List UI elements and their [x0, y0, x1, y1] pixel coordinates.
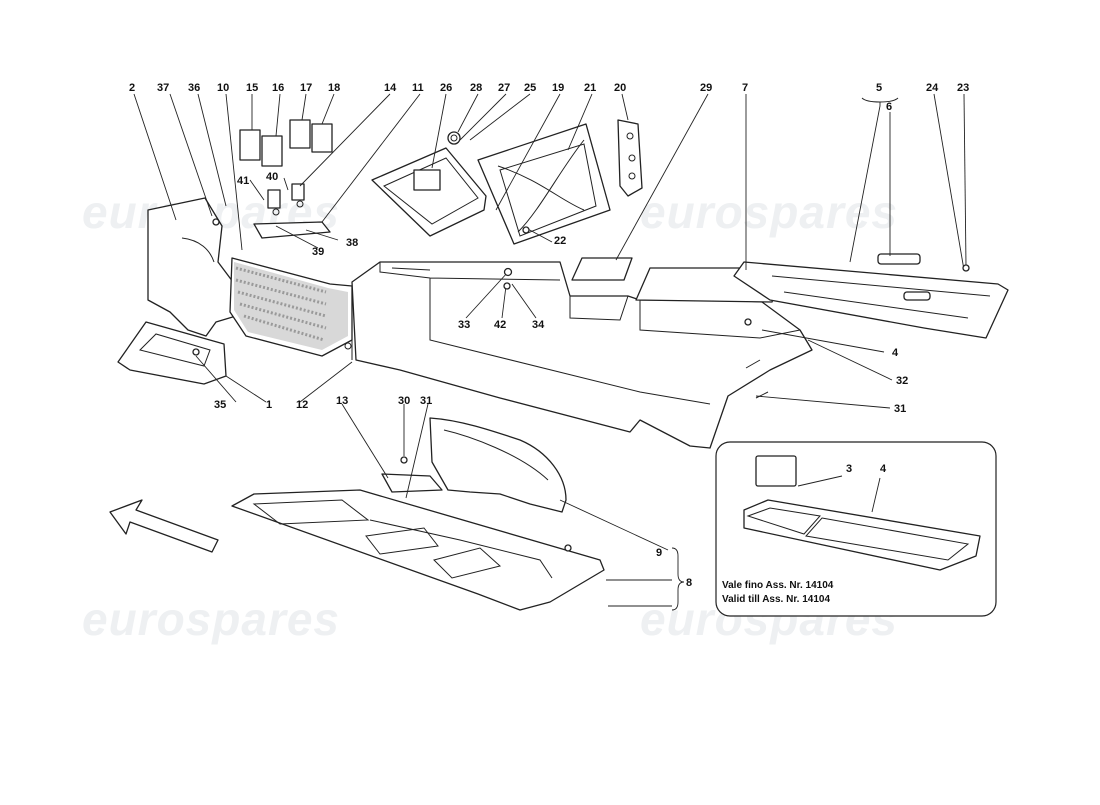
arrow-icon: [109, 499, 219, 553]
callout-41: 41: [237, 175, 249, 187]
tunnel-cover-part: [229, 257, 353, 357]
watermark-bottom-left: eurospares: [82, 593, 340, 645]
callout-5: 5: [876, 82, 882, 94]
cover-plate-part: [477, 123, 611, 245]
callout-11: 11: [412, 82, 424, 94]
callout-17: 17: [300, 82, 312, 94]
callout-14: 14: [384, 82, 397, 94]
callout-8: 8: [686, 577, 692, 589]
callout-26: 26: [440, 82, 452, 94]
callout-40: 40: [266, 171, 278, 183]
callout-16: 16: [272, 82, 284, 94]
lower-trim-part: [231, 489, 605, 611]
inset-note-line2: Valid till Ass. Nr. 14104: [722, 594, 830, 605]
callout-21: 21: [584, 82, 596, 94]
leader-lines: [133, 93, 967, 611]
inset-box: Vale fino Ass. Nr. 14104 Valid till Ass.…: [715, 441, 997, 617]
bracket-hardware-part: [253, 183, 331, 239]
bracket-box-part: [371, 147, 487, 237]
switch-blocks-part: [239, 119, 333, 167]
callout-38: 38: [346, 237, 358, 249]
callout-31b: 31: [420, 395, 432, 407]
callout-4b: 4: [880, 463, 887, 475]
callout-3: 3: [846, 463, 852, 475]
base-bracket-part: [117, 321, 227, 385]
callout-30: 30: [398, 395, 410, 407]
bracket-strip-part: [617, 119, 643, 197]
callout-31: 31: [894, 403, 906, 415]
callout-28: 28: [470, 82, 482, 94]
callout-25: 25: [524, 82, 536, 94]
callout-10: 10: [217, 82, 229, 94]
callout-9: 9: [656, 547, 662, 559]
callout-2: 2: [129, 82, 135, 94]
callout-39: 39: [312, 246, 324, 258]
callout-37: 37: [157, 82, 169, 94]
callout-7: 7: [742, 82, 748, 94]
handbrake-boot-part: [429, 417, 567, 513]
watermark-top-right: eurospares: [640, 186, 898, 238]
callout-24: 24: [926, 82, 939, 94]
screws: [192, 218, 970, 552]
callout-33: 33: [458, 319, 470, 331]
callout-15: 15: [246, 82, 258, 94]
inset-note-line1: Vale fino Ass. Nr. 14104: [722, 580, 834, 591]
callout-23: 23: [957, 82, 969, 94]
callout-29: 29: [700, 82, 712, 94]
callout-18: 18: [328, 82, 340, 94]
callout-35: 35: [214, 399, 226, 411]
small-frame-part: [381, 473, 443, 493]
nut-part: [447, 131, 461, 145]
callout-6: 6: [886, 101, 892, 113]
callout-12: 12: [296, 399, 308, 411]
inset-tray-part: [743, 499, 981, 571]
callout-20: 20: [614, 82, 626, 94]
pad-part: [571, 257, 633, 281]
armrest-tray-part: [733, 261, 1009, 339]
callout-4: 4: [892, 347, 899, 359]
callout-22: 22: [554, 235, 566, 247]
callout-42: 42: [494, 319, 506, 331]
callout-13: 13: [336, 395, 348, 407]
main-console-part: [344, 261, 813, 449]
inset-insert-part: [755, 455, 797, 487]
side-panel-edge: [181, 237, 215, 263]
switch-panel-part: [877, 253, 931, 301]
callout-27: 27: [498, 82, 510, 94]
callout-1: 1: [266, 399, 272, 411]
callout-34: 34: [532, 319, 545, 331]
callout-36: 36: [188, 82, 200, 94]
callout-32: 32: [896, 375, 908, 387]
callout-19: 19: [552, 82, 564, 94]
callout-labels: 2 37 36 10 15 16 17 18 14 11 26 28 27 25…: [129, 82, 969, 589]
